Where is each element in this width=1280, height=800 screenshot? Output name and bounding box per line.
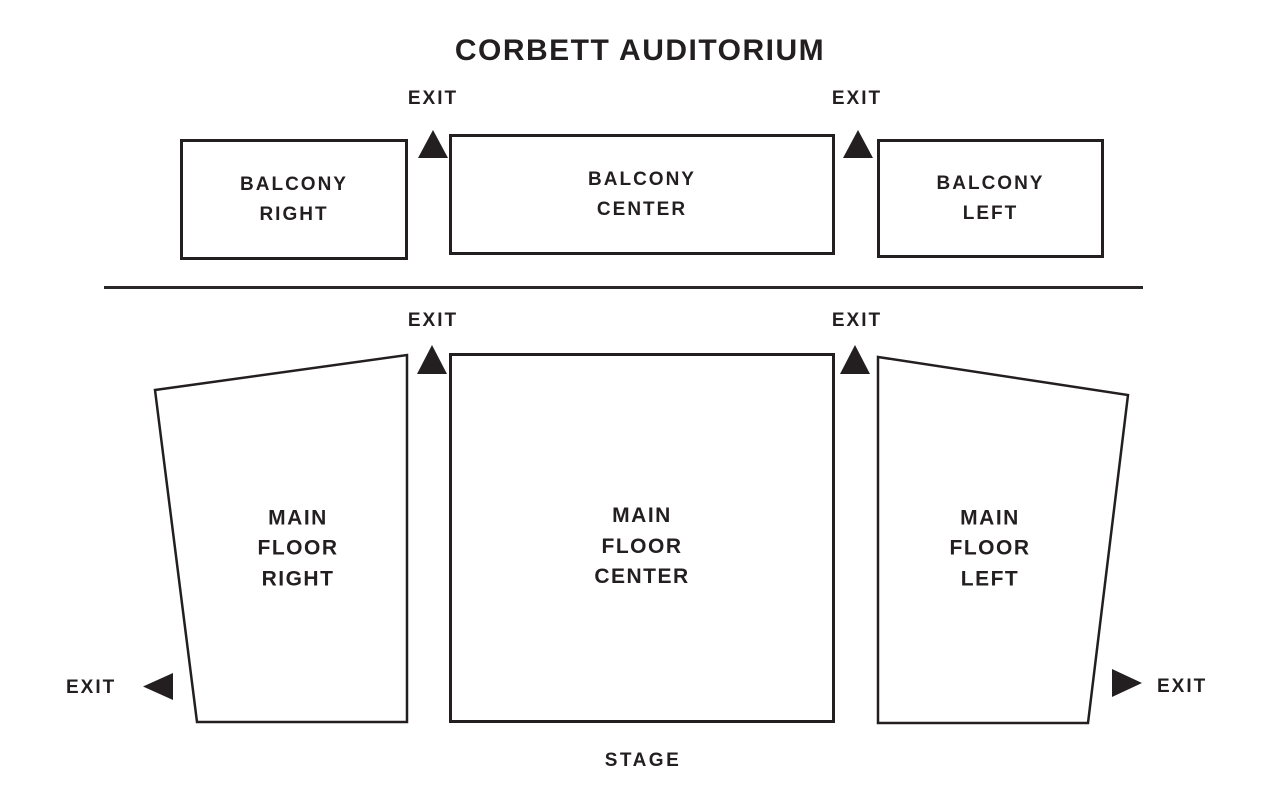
main-floor-left-label: MAIN FLOOR LEFT	[949, 506, 1031, 591]
main-floor-exit-right-label: EXIT	[407, 310, 459, 331]
side-exit-right-label: EXIT	[66, 677, 117, 698]
main-floor-center-section: MAIN FLOOR CENTER	[449, 353, 835, 723]
page-title: CORBETT AUDITORIUM	[454, 34, 826, 67]
exit-arrow-left-icon	[143, 673, 173, 700]
balcony-left-section: BALCONY LEFT	[877, 139, 1104, 258]
balcony-right-section: BALCONY RIGHT	[180, 139, 408, 260]
exit-arrow-up-icon	[418, 130, 448, 158]
balcony-exit-right-label: EXIT	[407, 88, 459, 109]
balcony-center-label: BALCONY CENTER	[588, 169, 696, 220]
stage-label: STAGE	[604, 750, 682, 771]
exit-arrow-right-icon	[1112, 669, 1142, 697]
level-divider-line	[104, 286, 1143, 289]
exit-arrow-up-icon	[840, 345, 870, 374]
balcony-center-section: BALCONY CENTER	[449, 134, 835, 255]
main-floor-center-label: MAIN FLOOR CENTER	[594, 504, 690, 589]
exit-arrow-up-icon	[843, 130, 873, 158]
balcony-exit-left-label: EXIT	[831, 88, 883, 109]
main-floor-exit-left-label: EXIT	[831, 310, 883, 331]
balcony-right-label: BALCONY RIGHT	[240, 174, 348, 225]
main-floor-right-label: MAIN FLOOR RIGHT	[257, 506, 339, 591]
balcony-left-label: BALCONY LEFT	[936, 173, 1045, 224]
side-exit-left-label: EXIT	[1157, 676, 1208, 697]
exit-arrow-up-icon	[417, 345, 447, 374]
